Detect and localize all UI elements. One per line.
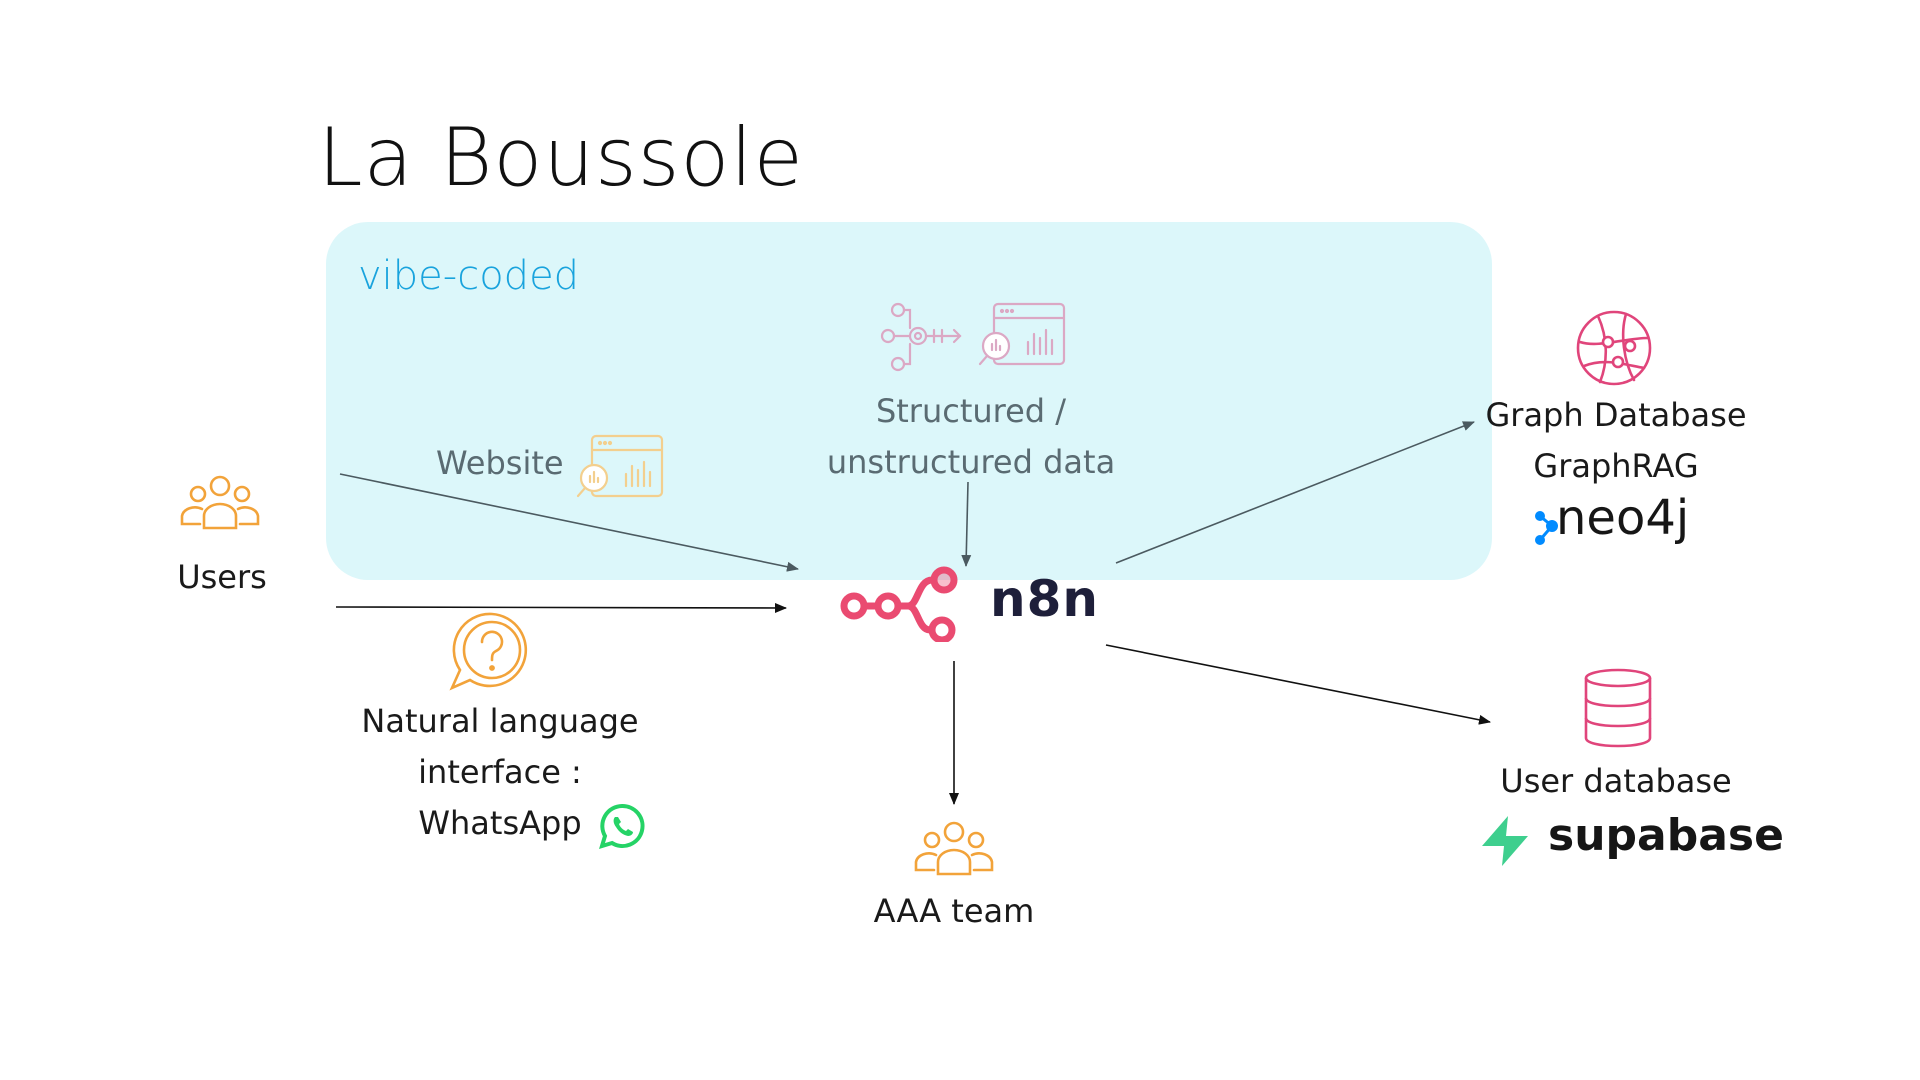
page-title: La Boussole: [318, 111, 804, 204]
user-database-label: User database: [1500, 762, 1732, 800]
panel-label: vibe-coded: [358, 253, 580, 299]
arrow-n8n-to-graph: [1115, 421, 1475, 564]
n8n-label: n8n: [990, 570, 1099, 628]
structured-line2: unstructured data: [826, 443, 1116, 482]
n8n-logo-icon: [838, 566, 972, 646]
analytics-browser-icon: [574, 434, 664, 506]
graph-database-label: Graph Database GraphRAG: [1476, 390, 1756, 492]
aaa-team-icon: [912, 818, 996, 882]
users-icon: [178, 472, 262, 536]
whatsapp-icon: [598, 802, 646, 854]
whatsapp-line2: interface :: [418, 753, 582, 792]
graph-line1: Graph Database: [1485, 396, 1747, 434]
neo4j-wordmark: neo4j: [1556, 490, 1690, 546]
globe-network-icon: [1574, 308, 1654, 392]
data-analytics-icon: [976, 302, 1066, 374]
users-label: Users: [177, 558, 267, 596]
supabase-logo-icon: [1478, 814, 1532, 872]
arrow-data-to-n8n: [961, 481, 972, 567]
aaa-team-label: AAA team: [873, 892, 1035, 930]
vibe-coded-panel: [326, 222, 1492, 580]
structured-data-label: Structured / unstructured data: [826, 386, 1116, 488]
website-label: Website: [436, 444, 564, 482]
whatsapp-line3: WhatsApp: [418, 804, 582, 843]
supabase-wordmark: supabase: [1548, 810, 1784, 861]
chat-question-icon: [448, 610, 532, 698]
workflow-gear-icon: [880, 302, 964, 376]
arrow-website-to-n8n: [339, 473, 799, 572]
whatsapp-line1: Natural language: [361, 702, 639, 740]
whatsapp-interface-label: Natural language interface : WhatsApp: [350, 696, 650, 850]
arrow-n8n-to-userdb: [1105, 644, 1491, 725]
structured-line1: Structured /: [875, 392, 1067, 430]
database-icon: [1582, 668, 1654, 752]
neo4j-logo-icon: [1532, 508, 1562, 552]
graph-line2: GraphRAG: [1533, 447, 1699, 486]
arrow-users-to-n8n: [335, 602, 787, 613]
